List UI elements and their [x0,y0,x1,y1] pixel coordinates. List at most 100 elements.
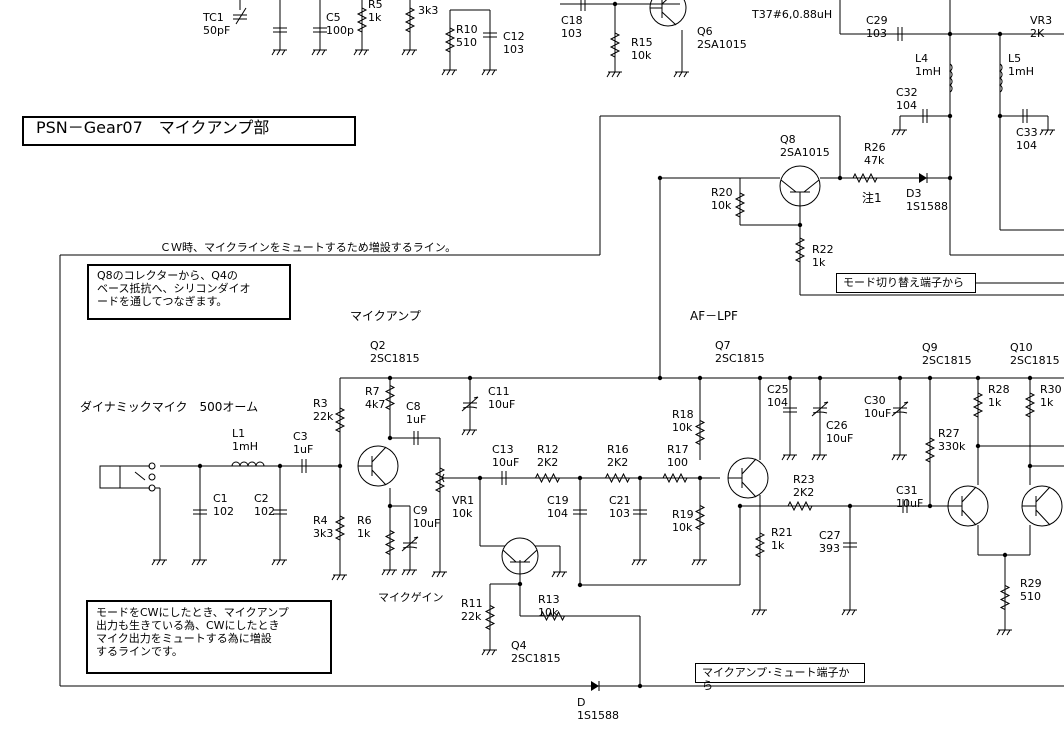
capacitor-symbol [501,471,507,485]
label-r21: 1k [771,539,785,552]
junction-dot [947,175,953,181]
resistor-symbol [444,22,456,58]
ground-symbol [551,571,567,578]
resistor-symbol [600,472,635,484]
label-r22: R22 [812,243,834,256]
resistor-symbol [434,460,446,500]
label-r12: R12 [537,443,559,456]
label-r28: R28 [988,383,1010,396]
ground-symbol [271,559,287,566]
label-c21: C21 [609,494,631,507]
junction-dot [897,375,903,381]
resistor-symbol [334,508,346,548]
label-c5: 100p [326,24,354,37]
electrolytic-capacitor-symbol [892,407,908,414]
junction-dot [387,375,393,381]
label-r27: R27 [938,427,960,440]
label-c31: 10uF [896,497,923,510]
ground-symbol [191,559,207,566]
ground-symbol [631,559,647,566]
ground-symbol [401,49,417,56]
label-d3: D3 [906,187,921,200]
note1-label: 注1 [862,190,882,205]
transistor-leads [780,179,820,193]
resistor-symbol [694,415,706,450]
label-r16: 2K2 [607,456,628,469]
ground-symbol [781,454,797,461]
ground-symbol [606,71,622,78]
label-c32: 104 [896,99,917,112]
label-r15: R15 [631,36,653,49]
label-c21: 103 [609,507,630,520]
resistor-symbol [734,185,746,225]
label-c32: C32 [896,86,918,99]
note-line: モードをCWにしたとき、マイクアンプ [96,606,289,619]
capacitor-symbol [573,509,587,515]
section-af-lpf-label: AF－LPF [690,309,738,323]
note-line: マイク出力をミュートする為に増設 [96,632,272,645]
label-c3: 1uF [293,443,313,456]
transistor-leads [371,446,387,486]
capacitor-symbol [301,459,307,473]
junction-dot [387,503,393,509]
label-c29: C29 [866,14,888,27]
label-c8: 1uF [406,413,426,426]
label-r20: 10k [711,199,732,212]
resistor-symbol [694,500,706,535]
resistor-symbol [794,230,806,270]
inductor-symbol [231,461,265,467]
label-r4: R4 [313,514,328,527]
capacitor-symbol [783,407,797,413]
junction-dot [927,375,933,381]
ground-symbol [811,454,827,461]
label-c3: C3 [293,430,308,443]
label-l5: L5 [1008,52,1021,65]
capacitor-symbol [313,27,327,33]
resistor-symbol [924,430,936,470]
ground-symbol [841,609,857,616]
transistor-leads [1035,486,1051,526]
ground-symbol [481,69,497,76]
label-q8: Q8 [780,133,796,146]
section-mic-amp-label: マイクアンプ [350,309,421,323]
junction-dot [197,463,203,469]
label-q4: 2SC1815 [511,652,561,665]
junction-dot [997,113,1003,119]
junction-dot [697,475,703,481]
junction-dot [517,581,523,587]
junction-dot [637,683,643,689]
transistor-leads [741,458,757,498]
label-c2: C2 [254,492,269,505]
ground-symbol [353,49,369,56]
inductor-symbol [948,63,953,93]
ground-symbol [691,559,707,566]
junction-dot [387,435,393,441]
section-mic-gain-label: マイクゲイン [378,591,444,604]
transistor-leads [502,549,538,563]
polarity-arrow [461,396,479,412]
junction-dot [637,475,643,481]
label-c12: C12 [503,30,525,43]
note-line: するラインです。 [96,645,183,658]
junction-dot [787,375,793,381]
label-r3: 22k [313,410,334,423]
capacitor-symbol [897,27,903,41]
capacitor-symbol [413,431,419,445]
label-r-3k3: 3k3 [418,4,438,17]
junction-dot [577,475,583,481]
label-c2: 102 [254,505,275,518]
capacitor-symbol [273,509,287,515]
label-c33: C33 [1016,126,1038,139]
label-c13: C13 [492,443,514,456]
label-l1: 1mH [232,440,258,453]
capacitor-symbol [483,32,497,38]
resistor-symbol [660,472,690,484]
label-c9: C9 [413,504,428,517]
label-c25: C25 [767,383,789,396]
junction-dot [975,443,981,449]
ground-symbol [441,69,457,76]
label-r17: R17 [667,443,689,456]
label-q4: Q4 [511,639,527,652]
electrolytic-capacitor-symbol [812,407,828,414]
label-tc1: 50pF [203,24,230,37]
